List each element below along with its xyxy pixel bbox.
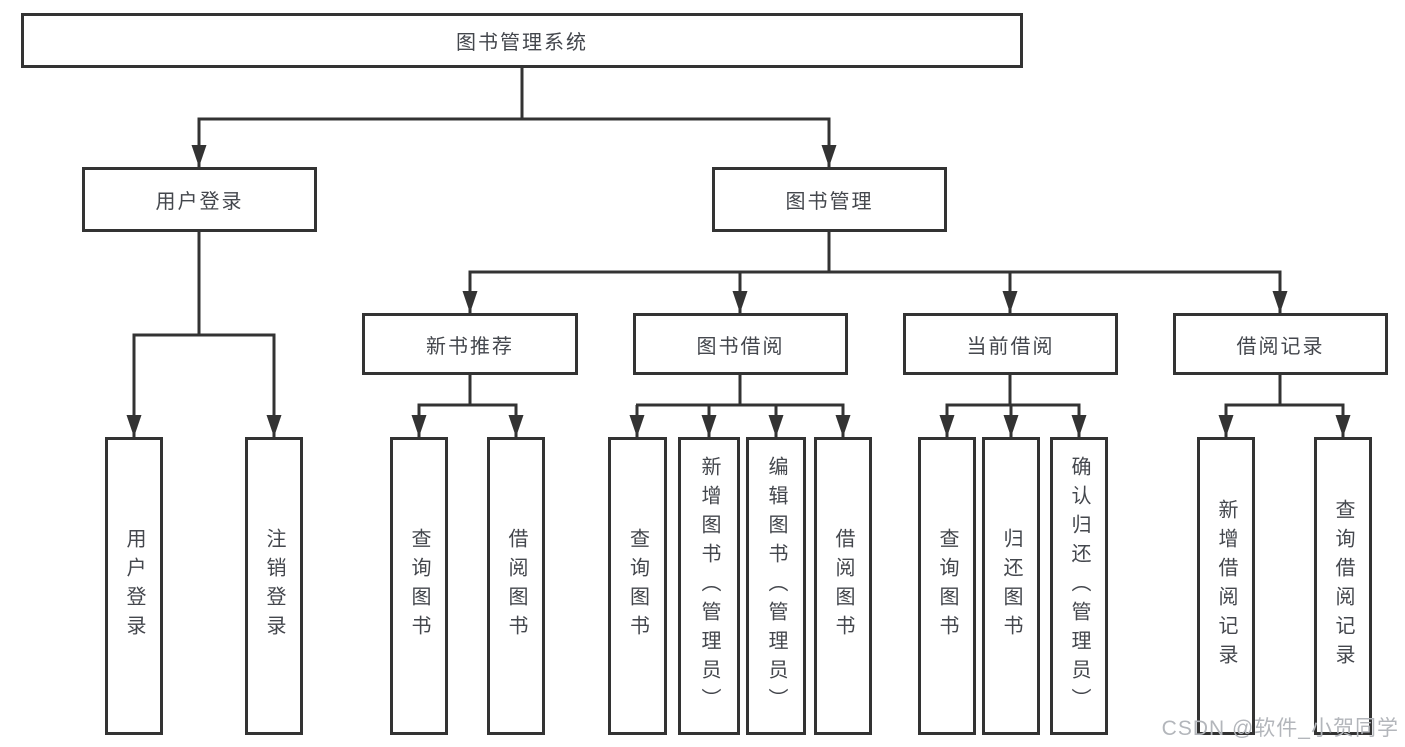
leaf-edit-books-admin: 编辑图书（管理员） xyxy=(746,437,806,735)
leaf-edit-books-admin-label: 编辑图书（管理员） xyxy=(765,455,787,717)
leaf-return-books: 归还图书 xyxy=(982,437,1040,735)
node-new-book-recommendation-label: 新书推荐 xyxy=(426,335,514,358)
leaf-query-books-current: 查询图书 xyxy=(918,437,976,735)
leaf-user-login: 用户登录 xyxy=(105,437,163,735)
leaf-add-borrow-record-label: 新增借阅记录 xyxy=(1215,499,1237,673)
leaf-borrow-books-recommend-label: 借阅图书 xyxy=(505,528,527,644)
leaf-add-books-admin: 新增图书（管理员） xyxy=(678,437,740,735)
leaf-user-login-label: 用户登录 xyxy=(123,528,145,644)
node-library-management-system: 图书管理系统 xyxy=(21,13,1023,68)
leaf-query-borrow-record: 查询借阅记录 xyxy=(1314,437,1372,735)
leaf-query-books-recommend-label: 查询图书 xyxy=(408,528,430,644)
node-book-management: 图书管理 xyxy=(712,167,947,232)
node-current-borrowing-label: 当前借阅 xyxy=(966,335,1055,358)
node-current-borrowing: 当前借阅 xyxy=(903,313,1118,375)
leaf-confirm-return-admin: 确认归还（管理员） xyxy=(1050,437,1108,735)
leaf-add-borrow-record: 新增借阅记录 xyxy=(1197,437,1255,735)
csdn-watermark: CSDN @软件_小贺同学 xyxy=(1161,717,1399,740)
node-book-borrowing: 图书借阅 xyxy=(633,313,848,375)
leaf-confirm-return-admin-label: 确认归还（管理员） xyxy=(1068,455,1090,717)
node-borrowing-records: 借阅记录 xyxy=(1173,313,1388,375)
leaf-query-books-recommend: 查询图书 xyxy=(390,437,448,735)
leaf-add-books-admin-label: 新增图书（管理员） xyxy=(698,455,720,717)
node-new-book-recommendation: 新书推荐 xyxy=(362,313,578,375)
leaf-logout: 注销登录 xyxy=(245,437,303,735)
leaf-borrow-books-label: 借阅图书 xyxy=(832,528,854,644)
leaf-query-books-borrowing-label: 查询图书 xyxy=(626,528,649,644)
node-book-management-label: 图书管理 xyxy=(785,191,874,213)
node-library-management-system-label: 图书管理系统 xyxy=(456,32,588,54)
leaf-return-books-label: 归还图书 xyxy=(1000,528,1022,644)
node-user-login: 用户登录 xyxy=(82,167,317,232)
leaf-logout-label: 注销登录 xyxy=(263,528,285,644)
node-user-login-label: 用户登录 xyxy=(155,191,244,213)
node-borrowing-records-label: 借阅记录 xyxy=(1236,335,1325,358)
leaf-query-books-current-label: 查询图书 xyxy=(936,528,958,644)
node-book-borrowing-label: 图书借阅 xyxy=(696,335,785,358)
leaf-borrow-books: 借阅图书 xyxy=(814,437,872,735)
leaf-borrow-books-recommend: 借阅图书 xyxy=(487,437,545,735)
leaf-query-borrow-record-label: 查询借阅记录 xyxy=(1332,499,1354,673)
leaf-query-books-borrowing: 查询图书 xyxy=(608,437,667,735)
